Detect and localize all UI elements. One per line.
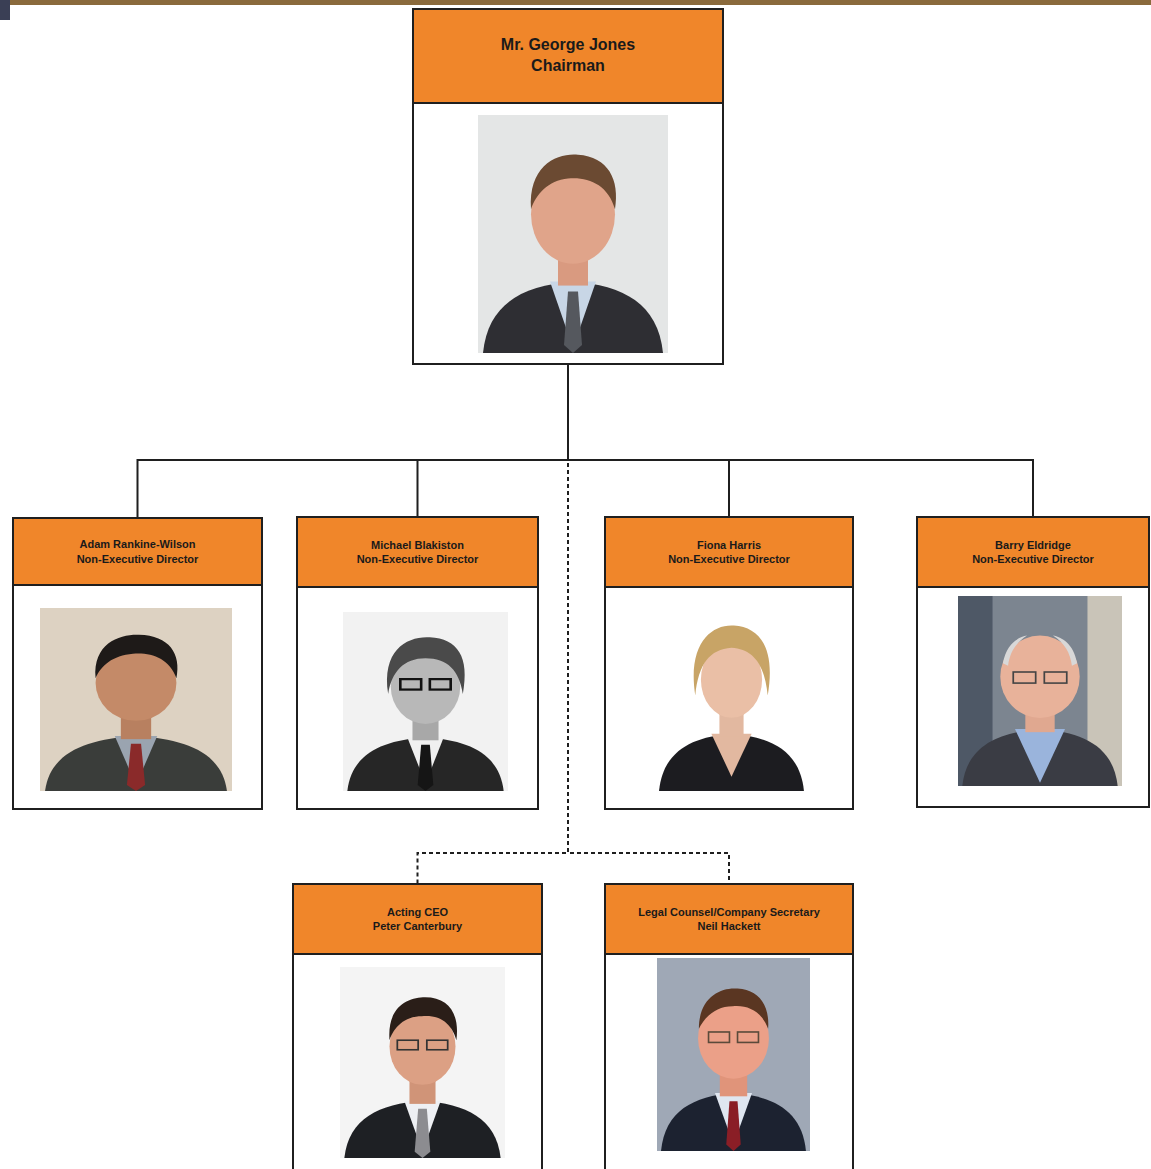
top-strip [0,0,1151,5]
portrait-photo [478,115,668,353]
role-title: Non-Executive Director [77,552,199,566]
person-name: Michael Blakiston [371,538,464,552]
person-name: Barry Eldridge [995,538,1071,552]
person-name: Mr. George Jones [501,35,635,56]
role-title: Chairman [531,56,605,77]
role-title: Non-Executive Director [668,552,790,566]
title-band: Fiona HarrisNon-Executive Director [606,518,852,588]
report-line [568,365,729,516]
corner-mark [0,0,10,20]
portrait-photo [40,608,232,791]
role-title: Peter Canterbury [373,919,462,933]
title-band: Mr. George JonesChairman [414,10,722,104]
org-box: Legal Counsel/Company SecretaryNeil Hack… [604,883,854,1169]
person-name: Acting CEO [387,905,448,919]
portrait-photo [340,967,505,1158]
report-line [138,365,569,517]
person-name: Legal Counsel/Company Secretary [638,905,820,919]
title-band: Legal Counsel/Company SecretaryNeil Hack… [606,885,852,955]
title-band: Adam Rankine-WilsonNon-Executive Directo… [14,519,261,586]
title-band: Michael BlakistonNon-Executive Director [298,518,537,588]
dotted-report-line [418,365,569,883]
portrait-photo [655,600,808,791]
org-box: Michael BlakistonNon-Executive Director [296,516,539,810]
title-band: Barry EldridgeNon-Executive Director [918,518,1148,588]
report-line [568,365,1033,516]
role-title: Non-Executive Director [357,552,479,566]
person-name: Adam Rankine-Wilson [79,537,195,551]
portrait-photo [657,958,810,1151]
report-line [418,365,569,516]
person-name: Fiona Harris [697,538,761,552]
org-box: Mr. George JonesChairman [412,8,724,365]
title-band: Acting CEOPeter Canterbury [294,885,541,955]
portrait-photo [958,596,1122,786]
role-title: Neil Hackett [698,919,761,933]
org-box: Fiona HarrisNon-Executive Director [604,516,854,810]
dotted-report-line [568,365,729,883]
role-title: Non-Executive Director [972,552,1094,566]
portrait-photo [343,612,508,791]
org-box: Adam Rankine-WilsonNon-Executive Directo… [12,517,263,810]
org-box: Barry EldridgeNon-Executive Director [916,516,1150,808]
org-box: Acting CEOPeter Canterbury [292,883,543,1169]
